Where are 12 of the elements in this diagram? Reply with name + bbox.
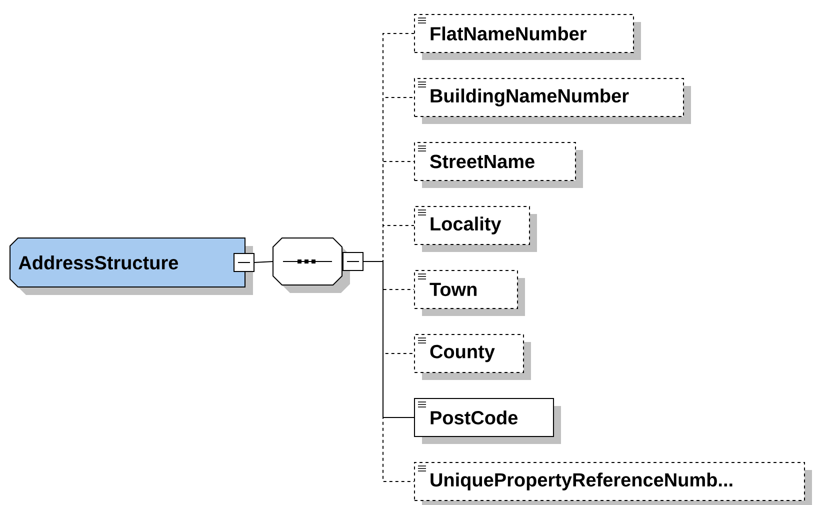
element-box: Locality [414,206,537,252]
element-box: FlatNameNumber [414,14,641,60]
sequence-compositor [272,238,364,293]
element-box: UniquePropertyReferenceNumb... [414,462,812,505]
connector-line [362,261,414,482]
element-box: Town [414,270,525,316]
element-box: PostCode [414,398,561,444]
element-box: County [414,334,531,380]
element-box: BuildingNameNumber [414,78,691,124]
connector-line [254,261,274,263]
element-box: AddressStructure [10,238,254,295]
element-box: StreetName [414,142,583,188]
